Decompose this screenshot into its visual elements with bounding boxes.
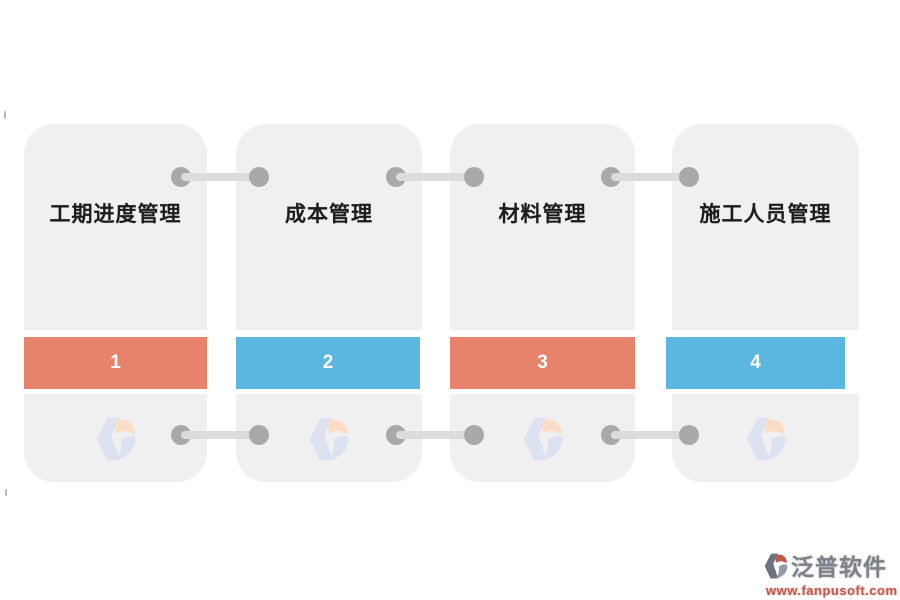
card-top-cost: 成本管理 bbox=[236, 124, 422, 330]
connector-line bbox=[611, 431, 689, 439]
card-top-personnel: 施工人员管理 bbox=[672, 124, 859, 330]
card-title-material: 材料管理 bbox=[498, 203, 587, 226]
connector-bottom-3-4 bbox=[601, 425, 699, 445]
card-title-schedule: 工期进度管理 bbox=[49, 203, 182, 226]
connector-line bbox=[181, 431, 259, 439]
connector-dot bbox=[679, 167, 699, 187]
card-bottom-personnel bbox=[672, 394, 859, 482]
fanpu-logo-watermark-icon bbox=[96, 417, 135, 460]
fanpu-logo-watermark-icon bbox=[746, 417, 785, 460]
step-bar-2: 2 bbox=[236, 337, 420, 389]
connector-dot bbox=[464, 167, 484, 187]
brand-website: www.fanpusoft.com bbox=[766, 583, 898, 598]
brand-block: 泛普软件 www.fanpusoft.com bbox=[763, 548, 898, 598]
connector-line bbox=[181, 173, 259, 181]
step-number: 3 bbox=[537, 352, 548, 373]
connector-top-3-4 bbox=[601, 167, 699, 187]
card-title-personnel: 施工人员管理 bbox=[699, 203, 832, 226]
stray-mark bbox=[5, 489, 7, 496]
connector-bottom-2-3 bbox=[386, 425, 484, 445]
connector-dot bbox=[464, 425, 484, 445]
step-bar-1: 1 bbox=[24, 337, 207, 389]
stray-mark bbox=[4, 111, 6, 119]
connector-top-2-3 bbox=[386, 167, 484, 187]
step-bar-4: 4 bbox=[666, 337, 845, 389]
connector-dot bbox=[679, 425, 699, 445]
card-title-cost: 成本管理 bbox=[285, 203, 373, 226]
fanpu-logo-icon bbox=[764, 553, 788, 578]
card-bottom-material bbox=[450, 394, 635, 482]
fanpu-logo-watermark-icon bbox=[309, 417, 349, 460]
step-number: 2 bbox=[322, 352, 334, 373]
step-number: 4 bbox=[750, 352, 761, 373]
connector-line bbox=[396, 173, 474, 181]
brand-name: 泛普软件 bbox=[791, 554, 887, 580]
card-top-material: 材料管理 bbox=[450, 124, 635, 330]
connector-bottom-1-2 bbox=[171, 425, 269, 445]
connector-line bbox=[396, 431, 474, 439]
connector-top-1-2 bbox=[171, 167, 269, 187]
connector-dot bbox=[249, 167, 269, 187]
step-bar-3: 3 bbox=[450, 337, 635, 389]
connector-dot bbox=[249, 425, 269, 445]
fanpu-logo-watermark-icon bbox=[523, 417, 562, 460]
card-top-schedule: 工期进度管理 bbox=[24, 124, 207, 330]
step-number: 1 bbox=[110, 352, 121, 373]
connector-line bbox=[611, 173, 689, 181]
